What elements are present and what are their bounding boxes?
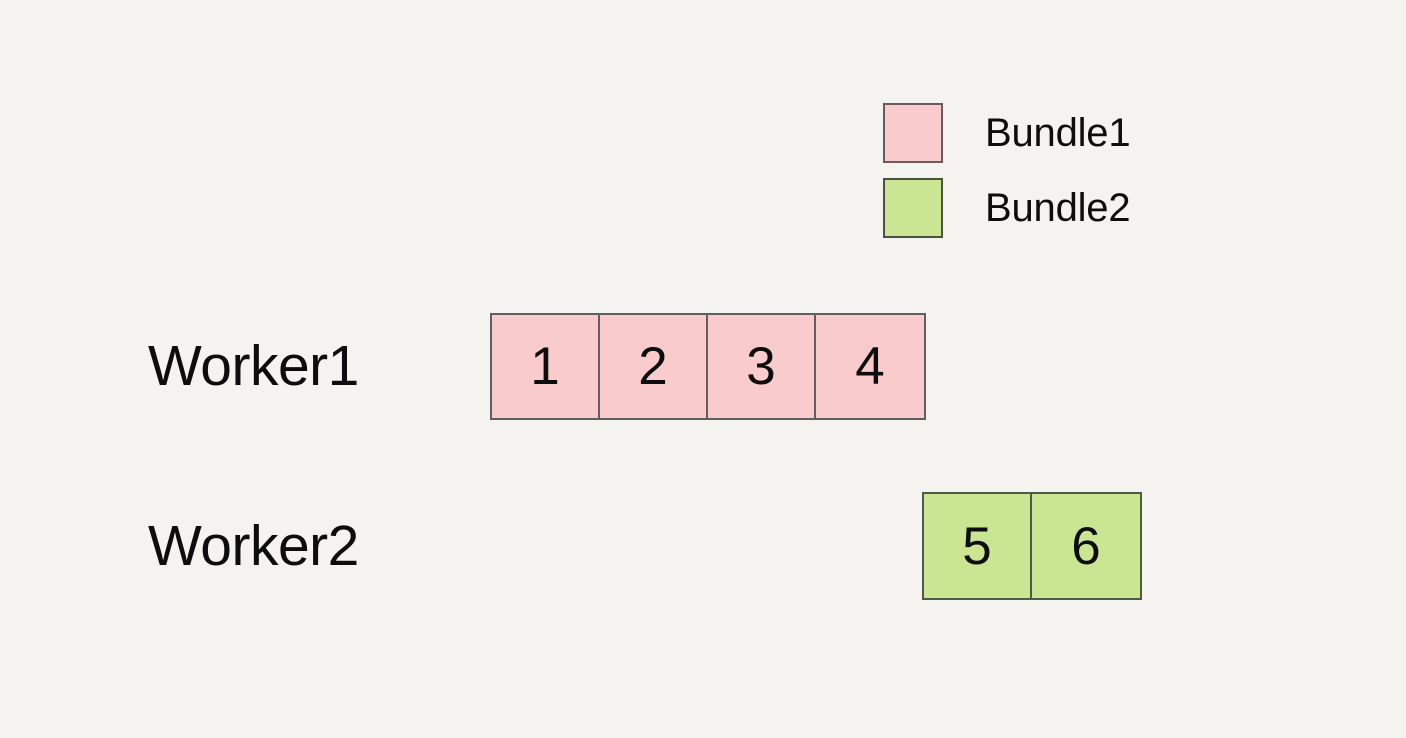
bundle1-swatch-icon xyxy=(883,103,943,163)
bundle2-swatch-icon xyxy=(883,178,943,238)
task-cell: 5 xyxy=(924,494,1032,598)
legend-label-bundle1: Bundle1 xyxy=(985,111,1131,155)
task-cell: 6 xyxy=(1071,516,1101,576)
task-cell: 2 xyxy=(600,315,708,418)
legend-label-bundle2: Bundle2 xyxy=(985,186,1131,230)
task-cell: 3 xyxy=(708,315,816,418)
worker-label-2: Worker2 xyxy=(148,514,359,578)
worker-label-1: Worker1 xyxy=(148,334,359,398)
task-cell: 1 xyxy=(492,315,600,418)
task-cell: 4 xyxy=(855,337,885,396)
